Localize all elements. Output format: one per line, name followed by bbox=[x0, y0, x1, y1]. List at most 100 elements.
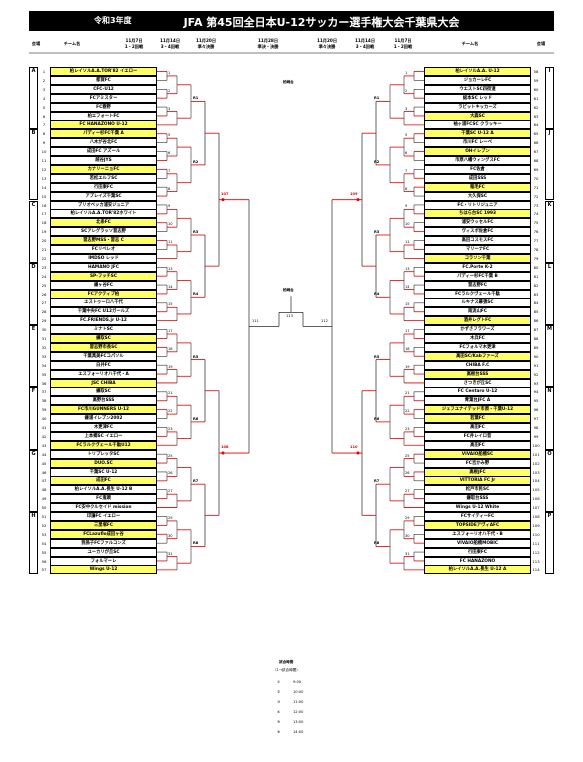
team-cell: 上本郷SC イエロー bbox=[50, 431, 157, 441]
schedule-slot: ⑥ bbox=[277, 730, 281, 734]
team-cell: 柏レイソルA.A.長生 U-12 B bbox=[50, 485, 157, 495]
group-letter: C bbox=[31, 201, 36, 208]
team-number: 80 bbox=[533, 264, 539, 270]
team-cell: FC.Porte K-2 bbox=[424, 262, 531, 272]
team-cell: ジョカーレFC bbox=[424, 75, 531, 85]
team-number: 24 bbox=[41, 273, 47, 279]
sf-left-number: 111 bbox=[252, 319, 259, 324]
team-number: 52 bbox=[41, 522, 47, 528]
team-cell: 成田SSS bbox=[424, 173, 531, 183]
team-cell: FC井レイロ昔 bbox=[424, 431, 531, 441]
team-number: 54 bbox=[41, 540, 47, 546]
team-cell: Wings U-12 White bbox=[424, 503, 531, 513]
group-box-H: H bbox=[29, 512, 38, 575]
team-number: 15 bbox=[41, 193, 47, 199]
team-cell: 鎌浦イレブン2002 bbox=[50, 414, 157, 424]
match-number: 11 bbox=[168, 240, 173, 244]
team-number: 78 bbox=[533, 247, 539, 252]
match-number: 25 bbox=[168, 453, 173, 458]
team-cell: FC春野 bbox=[50, 102, 157, 112]
group-letter: M bbox=[547, 326, 552, 333]
winner-dot bbox=[221, 198, 225, 202]
column-header-line: 11月20日 bbox=[195, 38, 217, 43]
team-cell: SP-フッチSC bbox=[50, 271, 157, 281]
team-cell: 松戸市民SC bbox=[424, 485, 531, 495]
team-number: 51 bbox=[41, 514, 47, 519]
team-cell: OHイレブン bbox=[424, 147, 531, 157]
page-title: JFA 第45回全日本U-12サッカー選手権大会千葉県大会 bbox=[183, 16, 460, 29]
match-number: 29 bbox=[168, 515, 173, 520]
team-cell: 鎌取SC bbox=[50, 387, 157, 397]
column-header-line: 会場 bbox=[536, 41, 546, 46]
team-number: 18 bbox=[41, 220, 47, 226]
match-number: 31 bbox=[405, 551, 410, 556]
schedule-time: 10:00 bbox=[293, 690, 304, 694]
group-box-C: C bbox=[29, 200, 38, 263]
match-number: 10 bbox=[405, 222, 410, 227]
team-number: 37 bbox=[41, 389, 47, 395]
round-label: R5 bbox=[374, 354, 380, 359]
column-header-line: 11月14日 bbox=[354, 38, 376, 43]
column-header-line: 11月20日 bbox=[316, 38, 338, 43]
match-number: 13 bbox=[168, 266, 173, 271]
team-cell: エストゥーロ八千代 bbox=[50, 298, 157, 308]
team-cell: 成田FC bbox=[50, 476, 157, 486]
team-number: 59 bbox=[533, 77, 539, 83]
team-cell: 三里塚FC bbox=[50, 520, 157, 530]
team-cell: ウエストSC四街道 bbox=[424, 84, 531, 94]
match-number: 10 bbox=[168, 222, 173, 227]
column-header-final: 11月28日準決・決勝 bbox=[248, 38, 288, 49]
team-number: 21 bbox=[41, 247, 47, 252]
group-letter: B bbox=[31, 130, 36, 137]
team-number: 35 bbox=[41, 371, 47, 377]
round-label: R1 bbox=[374, 96, 380, 101]
team-cell: FC佐倉 bbox=[424, 164, 531, 174]
match-number: 7 bbox=[405, 168, 408, 173]
column-header-group: 会場 bbox=[521, 38, 561, 49]
team-cell: 総本SC レッド bbox=[424, 93, 531, 103]
match-number: 6 bbox=[168, 151, 171, 155]
group-letter: N bbox=[547, 388, 552, 395]
match-number: 2 bbox=[168, 88, 171, 93]
team-cell: 高田コスモスFC bbox=[424, 236, 531, 246]
match-number: 19 bbox=[168, 364, 173, 369]
team-cell: 柏レイソルA.A.長生 U-12 A bbox=[424, 565, 531, 575]
schedule-time: 9:00 bbox=[293, 680, 302, 684]
team-number: 46 bbox=[41, 469, 47, 475]
sf-right-number: 112 bbox=[321, 319, 328, 324]
team-number: 70 bbox=[533, 175, 539, 181]
round-label: R5 bbox=[193, 354, 199, 359]
round-label: R8 bbox=[193, 541, 199, 546]
team-number: 34 bbox=[41, 362, 47, 368]
team-number: 99 bbox=[533, 433, 539, 439]
team-number: 4 bbox=[42, 95, 46, 101]
team-number: 79 bbox=[533, 255, 539, 261]
team-cell: DUO.SC bbox=[50, 458, 157, 468]
round-label: R6 bbox=[374, 416, 380, 421]
team-number: 75 bbox=[533, 220, 539, 226]
team-cell: ちはら台SC 1993 bbox=[424, 209, 531, 219]
team-cell: 八木が谷北FC bbox=[50, 138, 157, 148]
match-number: 13 bbox=[405, 266, 410, 271]
match-number: 1 bbox=[405, 70, 408, 75]
team-number: 89 bbox=[533, 344, 539, 350]
team-number: 100 bbox=[532, 442, 540, 448]
match-number: 6 bbox=[405, 151, 408, 155]
group-box-L: L bbox=[545, 262, 554, 326]
team-number: 27 bbox=[41, 300, 47, 306]
group-box-N: N bbox=[545, 387, 554, 450]
team-cell: FC HANAZONO U-12 bbox=[50, 120, 157, 130]
team-cell: 千葉SC U-12 A bbox=[424, 129, 531, 139]
group-letter: H bbox=[31, 513, 36, 519]
team-number: 28 bbox=[41, 309, 47, 315]
team-cell: Wings U-12 bbox=[50, 565, 157, 575]
team-number: 44 bbox=[41, 451, 47, 457]
team-number: 1 bbox=[42, 69, 46, 74]
team-number: 41 bbox=[41, 425, 47, 430]
team-cell: IMDSO レッド bbox=[50, 253, 157, 263]
team-number: 10 bbox=[41, 149, 47, 155]
group-box-O: O bbox=[545, 449, 554, 512]
team-number: 14 bbox=[41, 184, 47, 190]
